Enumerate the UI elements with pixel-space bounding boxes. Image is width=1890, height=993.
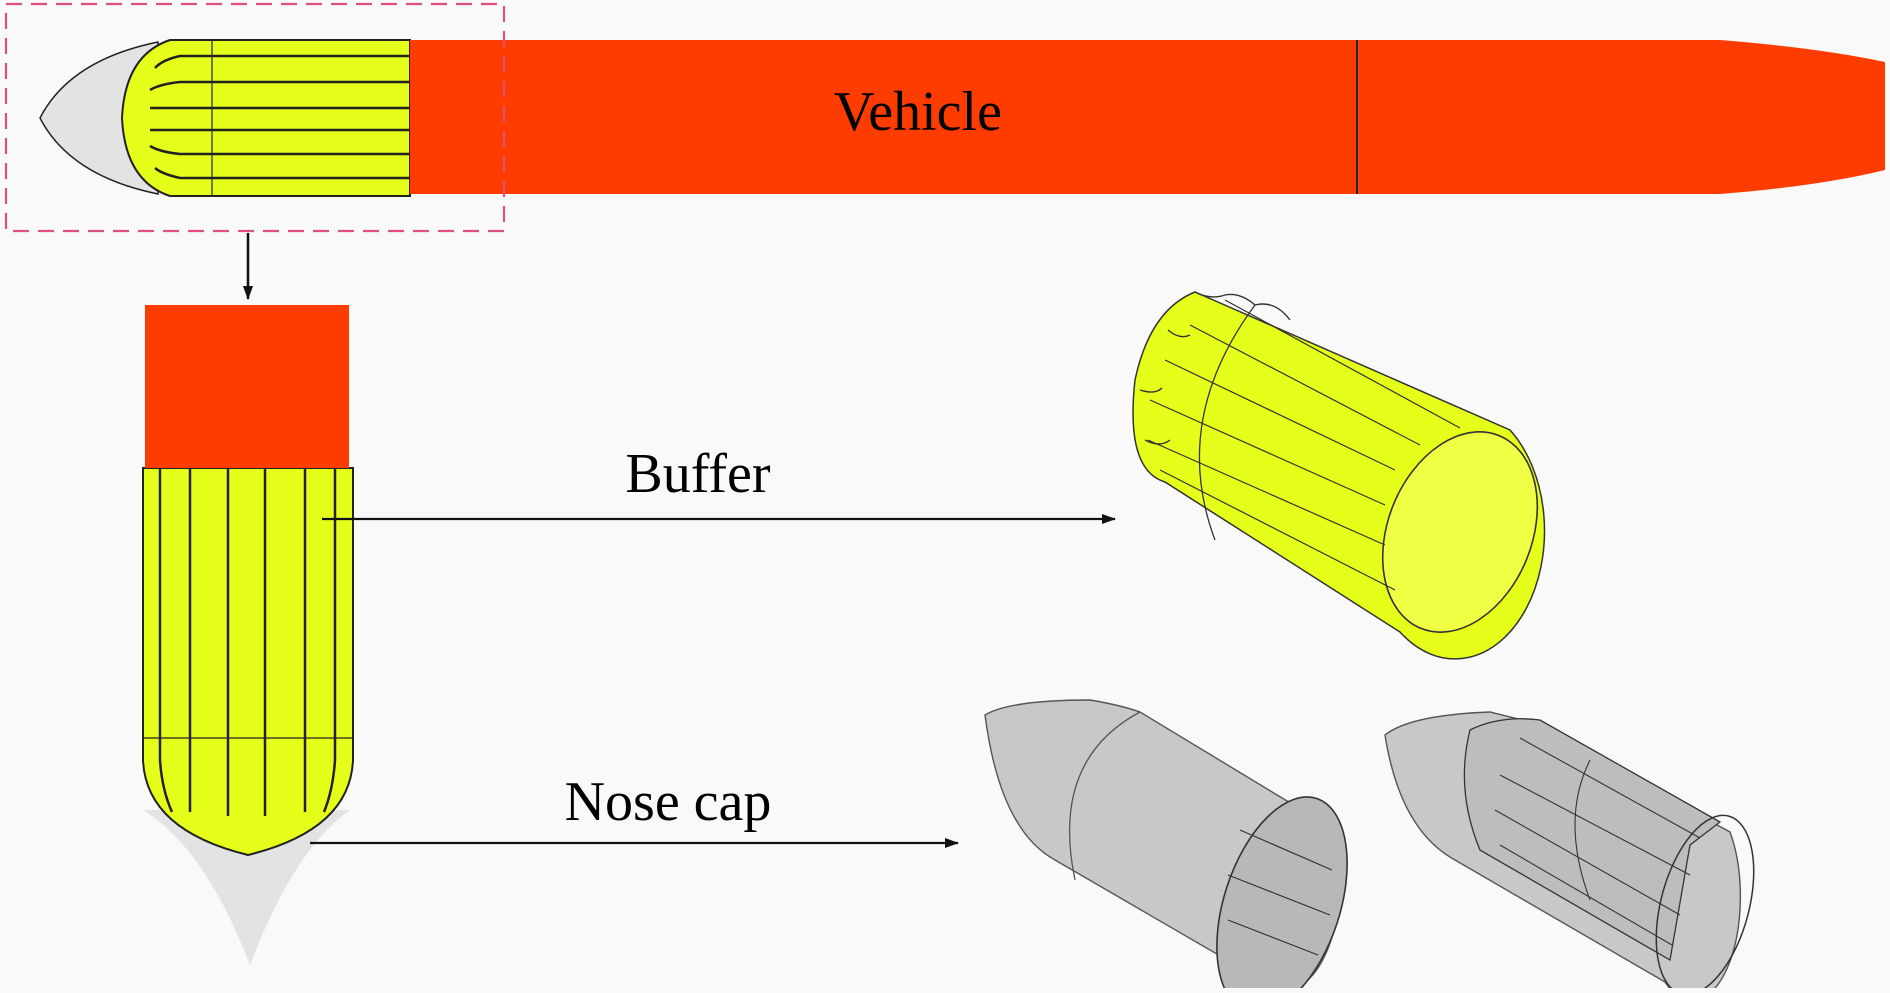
vehicle-buffer-flutes xyxy=(149,40,410,196)
zoomed-nose-cap xyxy=(143,810,350,965)
vehicle-body xyxy=(410,40,1885,194)
vehicle-assembly: Vehicle xyxy=(39,39,1885,197)
nose-cap-section-view xyxy=(1384,711,1755,993)
zoomed-buffer-flutes xyxy=(158,468,337,816)
nose-cap-label: Nose cap xyxy=(565,771,772,833)
nose-cap-3d-inner-flutes xyxy=(1227,829,1333,956)
nose-cap-section-flutes xyxy=(1494,737,1701,946)
nose-cap-section-cutout xyxy=(1463,718,1722,962)
vehicle-buffer xyxy=(120,39,411,197)
vehicle-label: Vehicle xyxy=(834,81,1002,143)
nose-cap-section-opening xyxy=(1655,814,1755,993)
zoomed-vehicle-stub xyxy=(145,305,349,468)
nose-cap-3d-seam xyxy=(1068,711,1141,881)
buffer-3d-edges xyxy=(1147,299,1461,591)
buffer-3d-end-face xyxy=(1381,431,1539,633)
buffer-3d-view xyxy=(1132,291,1546,660)
nose-cap-3d-opening xyxy=(1216,796,1348,993)
highlight-box xyxy=(4,2,506,233)
buffer-3d-ribs xyxy=(1139,291,1291,445)
buffer-label: Buffer xyxy=(625,443,770,505)
zoomed-buffer xyxy=(142,467,354,857)
zoomed-front-section xyxy=(142,305,354,965)
buffer-3d-ring xyxy=(1198,304,1256,541)
nose-cap-3d-view xyxy=(984,699,1348,993)
